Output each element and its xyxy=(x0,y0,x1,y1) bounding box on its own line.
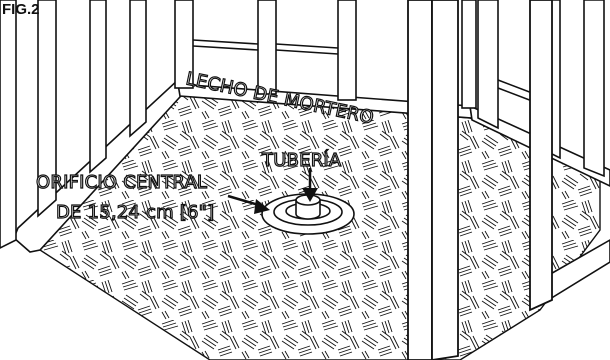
left-wall-frame xyxy=(0,0,147,249)
center-hole-arrow xyxy=(227,194,270,214)
pipe-arrow xyxy=(302,168,318,202)
drain-assembly xyxy=(261,193,355,235)
figure-label: FIG.2 xyxy=(2,1,40,18)
back-wall-frame xyxy=(174,0,477,109)
center-hole-label-line1: ORIFICIO CENTRAL xyxy=(36,172,207,193)
front-corner-post xyxy=(407,0,553,360)
center-hole-label-line2: DE 15,24 cm [6"] xyxy=(56,202,214,223)
pipe-label: TUBERÍA xyxy=(261,149,342,171)
